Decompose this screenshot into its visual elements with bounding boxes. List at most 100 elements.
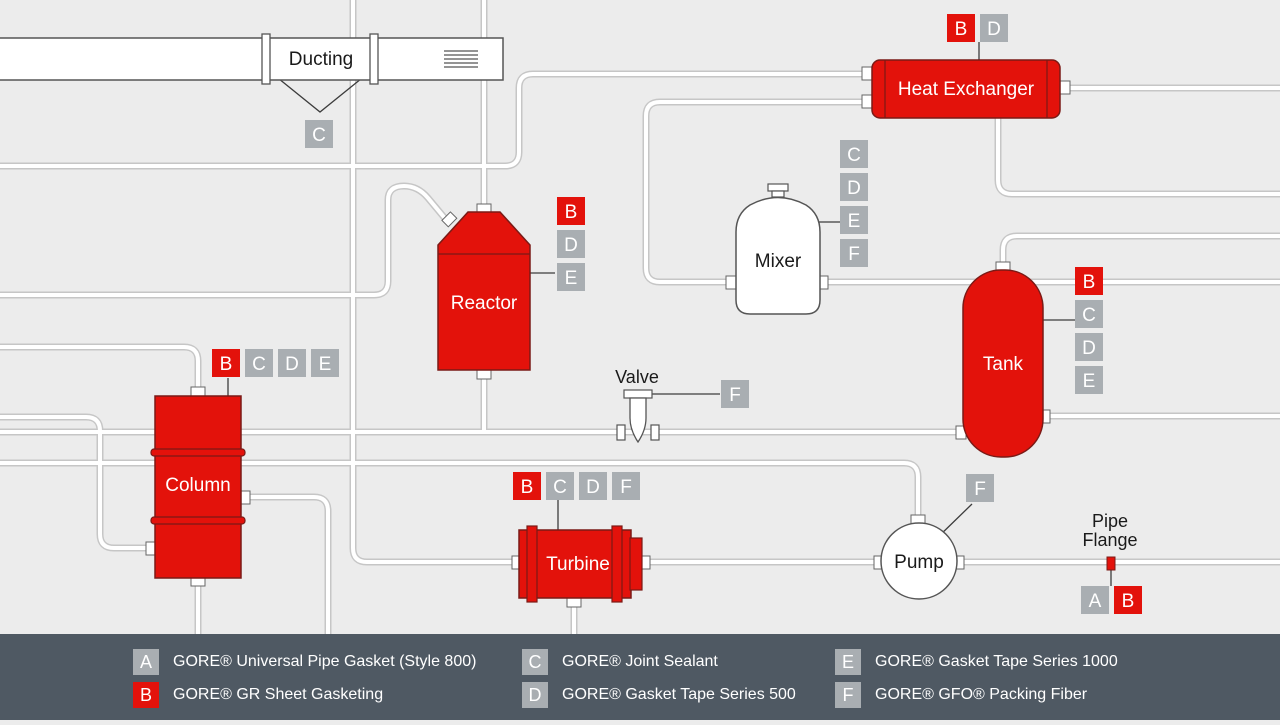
badge-letter: E <box>565 268 578 289</box>
badge-heat-exchanger-b: B <box>947 14 975 42</box>
valve-label: Valve <box>615 367 659 387</box>
legend-label-d: GORE® Gasket Tape Series 500 <box>562 686 796 703</box>
badge-letter: C <box>252 354 266 375</box>
reactor: Reactor <box>437 203 531 380</box>
legend-label-f: GORE® GFO® Packing Fiber <box>875 686 1088 703</box>
pump-label: Pump <box>894 552 944 573</box>
legend-item-d: D GORE® Gasket Tape Series 500 <box>522 682 796 708</box>
badge-letter: D <box>1082 338 1096 359</box>
badge-letter: D <box>586 477 600 498</box>
legend-label-a: GORE® Universal Pipe Gasket (Style 800) <box>173 653 477 670</box>
pipe-top-horizontal <box>0 72 870 168</box>
legend-item-b: B GORE® GR Sheet Gasketing <box>133 682 383 708</box>
badge-reactor-d: D <box>557 230 585 258</box>
badge-letter: B <box>1083 272 1096 293</box>
pipe-vertical-left-trunk <box>351 0 520 564</box>
legend-badge-c: C <box>522 649 548 675</box>
pipe-tank-top-outline <box>999 232 1280 262</box>
legend-badge-d: D <box>522 682 548 708</box>
pipe-column-top <box>0 345 200 392</box>
badge-letter: D <box>847 178 861 199</box>
badge-column-d: D <box>278 349 306 377</box>
badge-pipe-flange-a: A <box>1081 586 1109 614</box>
column-label: Column <box>165 475 230 496</box>
badge-letter: C <box>847 145 861 166</box>
pipe-column-left-loop-outline <box>0 413 150 552</box>
ducting-label: Ducting <box>289 49 353 70</box>
badge-letter: B <box>955 19 968 40</box>
badge-pipe-flange-b: B <box>1114 586 1142 614</box>
badge-mixer-e: E <box>840 206 868 234</box>
badge-column-c: C <box>245 349 273 377</box>
badge-mixer-d: D <box>840 173 868 201</box>
column: Column <box>145 386 251 587</box>
badge-letter: B <box>1122 591 1135 612</box>
pipe-hx-to-mixer <box>644 100 870 284</box>
pipe-network <box>0 0 1280 634</box>
badge-turbine-d: D <box>579 472 607 500</box>
pipe-flange: Pipe Flange <box>1082 511 1138 571</box>
badge-letter: A <box>1089 591 1102 612</box>
ducting-leader <box>267 69 373 113</box>
badge-heat-exchanger-d: D <box>980 14 1008 42</box>
badge-tank-b: B <box>1075 267 1103 295</box>
badge-letter: B <box>220 354 233 375</box>
legend-badge-f: F <box>835 682 861 708</box>
heat-exchanger-label: Heat Exchanger <box>898 79 1035 100</box>
badge-ducting-c: C <box>305 120 333 148</box>
ducting: Ducting <box>0 33 504 85</box>
badge-reactor-e: E <box>557 263 585 291</box>
mixer-label: Mixer <box>755 251 802 272</box>
pipe-column-top-outline <box>0 343 202 392</box>
tank-label: Tank <box>983 354 1024 375</box>
badge-turbine-c: C <box>546 472 574 500</box>
badge-mixer-f: F <box>840 239 868 267</box>
badge-letter: F <box>848 244 860 265</box>
pipe-column-right <box>246 495 330 634</box>
badge-column-e: E <box>311 349 339 377</box>
mixer: Mixer <box>725 183 829 315</box>
reactor-label: Reactor <box>451 293 518 314</box>
badge-letter: E <box>848 211 861 232</box>
badge-column-b: B <box>212 349 240 377</box>
badge-tank-c: C <box>1075 300 1103 328</box>
badge-letter: C <box>312 125 326 146</box>
legend-item-a: A GORE® Universal Pipe Gasket (Style 800… <box>133 649 476 675</box>
badge-letter: C <box>1082 305 1096 326</box>
pipe-column-right-outline <box>246 493 332 634</box>
badge-mixer-c: C <box>840 140 868 168</box>
badge-letter: D <box>564 235 578 256</box>
badge-letter: C <box>553 477 567 498</box>
valve: Valve <box>615 367 660 444</box>
legend-item-c: C GORE® Joint Sealant <box>522 649 718 675</box>
badge-tank-e: E <box>1075 366 1103 394</box>
legend-badge-e: E <box>835 649 861 675</box>
pipe-hx-down-outline <box>994 116 1280 198</box>
pipe-top-horizontal-outline <box>0 70 870 170</box>
badge-pump-f: F <box>966 474 994 502</box>
legend-item-e: E GORE® Gasket Tape Series 1000 <box>835 649 1118 675</box>
badge-turbine-f: F <box>612 472 640 500</box>
pipe-tank-top <box>1001 234 1280 262</box>
legend-badge-a: A <box>133 649 159 675</box>
badge-tank-d: D <box>1075 333 1103 361</box>
tank: Tank <box>955 261 1051 458</box>
legend-label-b: GORE® GR Sheet Gasketing <box>173 686 384 703</box>
badge-letter: B <box>565 202 578 223</box>
pipe-reactor-inlet-outline <box>0 182 451 299</box>
badge-letter: F <box>974 479 986 500</box>
pipe-to-pump <box>0 461 920 518</box>
pipe-to-pump-outline <box>0 459 922 518</box>
heat-exchanger: Heat Exchanger <box>861 59 1071 119</box>
badge-letter: E <box>1083 371 1096 392</box>
badge-letter: E <box>319 354 332 375</box>
pipe-flange-label-line1: Pipe <box>1092 511 1128 531</box>
legend-item-f: F GORE® GFO® Packing Fiber <box>835 682 1087 708</box>
pipe-hx-down <box>996 116 1280 196</box>
legend-badge-b: B <box>133 682 159 708</box>
legend-bar: A GORE® Universal Pipe Gasket (Style 800… <box>0 634 1280 720</box>
pump: Pump <box>873 514 965 600</box>
